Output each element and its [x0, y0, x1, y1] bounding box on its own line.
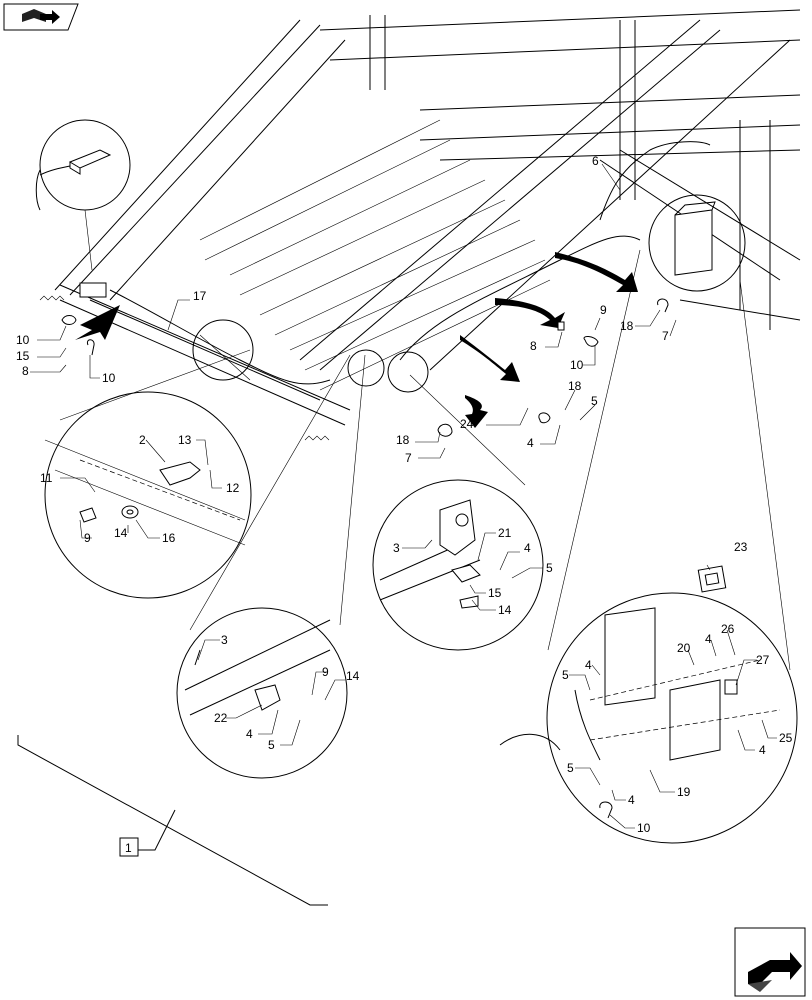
- callout-1: 1: [125, 841, 132, 855]
- callout-15: 15: [488, 586, 502, 600]
- item-1-box: [119, 837, 139, 857]
- callout-21: 21: [498, 526, 512, 540]
- callout-9: 9: [322, 665, 329, 679]
- callout-4: 4: [628, 793, 635, 807]
- callout-27: 27: [756, 653, 770, 667]
- callout-10: 10: [102, 371, 116, 385]
- callout-22: 22: [214, 711, 228, 725]
- callout-10: 10: [637, 821, 651, 835]
- machine-frame: [35, 9, 801, 441]
- callout-4: 4: [524, 541, 531, 555]
- callout-20: 20: [677, 641, 691, 655]
- detail-circle-bottom-left: [176, 354, 366, 779]
- small-parts: [61, 298, 727, 819]
- callout-23: 23: [734, 540, 748, 554]
- callout-13: 13: [178, 433, 192, 447]
- callout-10: 10: [16, 333, 30, 347]
- callout-9: 9: [600, 303, 607, 317]
- rollers: [199, 119, 551, 391]
- callout-4: 4: [527, 436, 534, 450]
- callout-25: 25: [779, 731, 793, 745]
- callout-2: 2: [139, 433, 146, 447]
- callout-5: 5: [567, 761, 574, 775]
- callout-18: 18: [620, 319, 634, 333]
- callout-18: 18: [568, 379, 582, 393]
- callout-9: 9: [84, 531, 91, 545]
- callout-19: 19: [677, 785, 691, 799]
- callout-7: 7: [662, 329, 669, 343]
- callout-5: 5: [268, 738, 275, 752]
- callout-26: 26: [721, 622, 735, 636]
- next-page-arrow-icon[interactable]: [734, 927, 806, 997]
- callout-4: 4: [759, 743, 766, 757]
- detail-circle-mid-left: [44, 334, 252, 599]
- callout-14: 14: [346, 669, 360, 683]
- callout-5: 5: [591, 394, 598, 408]
- callout-11: 11: [40, 471, 53, 485]
- detail-circle-center: [372, 374, 544, 651]
- detail-circle-upper-right: [648, 194, 746, 292]
- callout-17: 17: [193, 289, 207, 303]
- callout-8: 8: [22, 364, 29, 378]
- callout-4: 4: [246, 727, 253, 741]
- leader-lines: [30, 163, 777, 829]
- callout-3: 3: [393, 541, 400, 555]
- callout-6: 6: [592, 154, 599, 168]
- book-arrow-icon[interactable]: [3, 3, 79, 31]
- assembly-reference: [17, 735, 328, 906]
- callout-24: 24: [460, 417, 474, 431]
- callout-7: 7: [405, 451, 412, 465]
- detail-circle-small-c: [387, 351, 429, 393]
- detail-circle-small-a: [192, 319, 254, 381]
- detail-circle-small-b: [347, 349, 385, 387]
- callout-labels: 6 17 10 15 8 10 9 8 10 18 7 18 24 5 4 18…: [16, 154, 793, 855]
- callout-4: 4: [705, 632, 712, 646]
- direction-arrows: [75, 252, 638, 428]
- callout-12: 12: [226, 481, 240, 495]
- callout-15: 15: [16, 349, 30, 363]
- callout-5: 5: [546, 561, 553, 575]
- callout-10: 10: [570, 358, 584, 372]
- callout-3: 3: [221, 633, 228, 647]
- callout-4: 4: [585, 658, 592, 672]
- callout-8: 8: [530, 339, 537, 353]
- detail-circle-top-left: [39, 119, 131, 271]
- callout-5: 5: [562, 668, 569, 682]
- callout-18: 18: [396, 433, 410, 447]
- callout-14: 14: [498, 603, 512, 617]
- detail-circle-right: [499, 249, 798, 844]
- callout-14: 14: [114, 526, 128, 540]
- callout-16: 16: [162, 531, 176, 545]
